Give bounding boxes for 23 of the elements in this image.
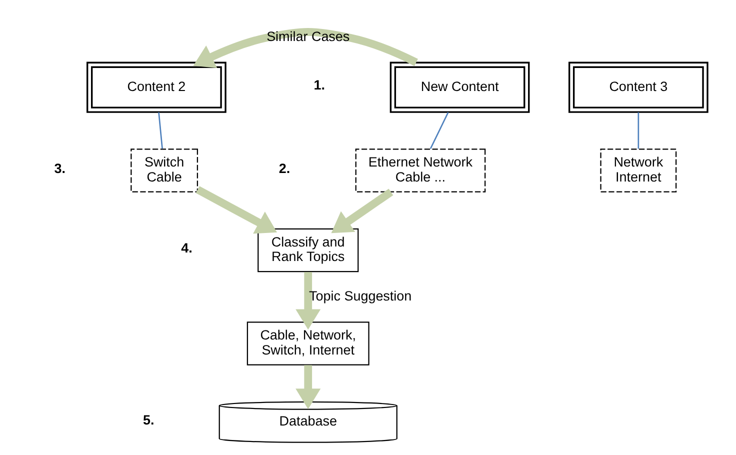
arrow [295,272,320,330]
node-box: Ethernet Network Cable ... [354,148,486,192]
arrow [195,186,276,234]
arrow [330,188,393,234]
arrow [295,365,320,410]
label: 1. [313,78,324,93]
connector [637,112,639,149]
node-box: Network Internet [600,148,676,192]
node-box: Classify and Rank Topics [257,228,358,272]
node-box: New Content [389,62,530,113]
label: 4. [180,240,192,256]
label: 5. [142,412,154,428]
edge-label: Similar Cases [266,28,350,44]
node-box: Switch Cable [130,148,198,192]
edge-label: Topic Suggestion [308,288,412,304]
node-box: Cable, Network, Switch, Internet [246,322,369,366]
node-box: Content 2 [86,62,226,113]
node-box: Content 3 [568,62,708,113]
label: 2. [278,160,290,176]
connector [158,112,162,149]
connector [429,112,448,149]
label: 3. [54,160,65,176]
arrow [192,28,418,68]
